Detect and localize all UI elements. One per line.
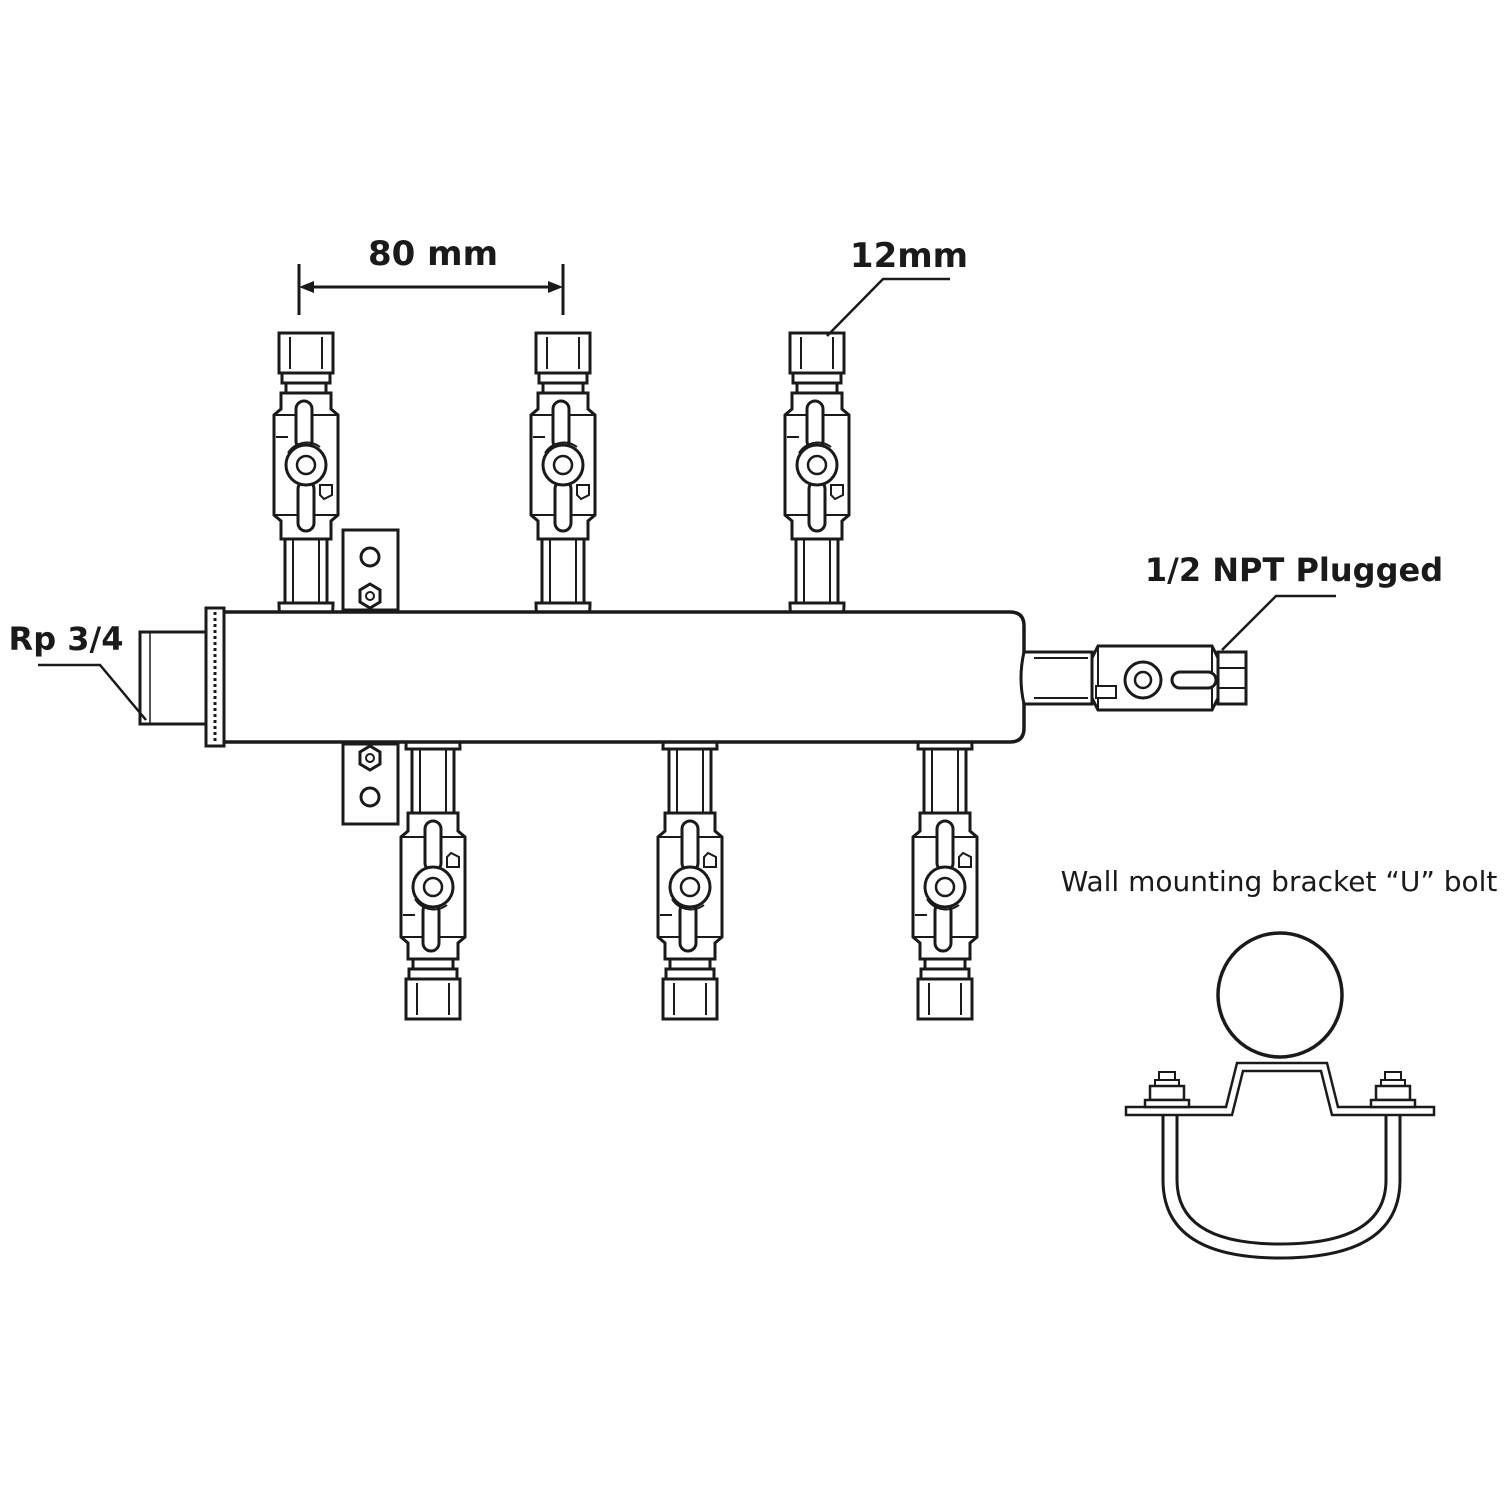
bottom-valve-1 [399,729,467,1021]
inlet-leader [38,663,147,721]
top-valve-1 [272,331,340,623]
lower-mounting-bracket [341,742,400,826]
inlet-label: Rp 3/4 [9,620,124,658]
top-valve-3 [783,331,851,623]
end-plug-valve [1019,644,1248,712]
end-plug-label: 1/2 NPT Plugged [1145,551,1443,589]
tube-size-label: 12mm [850,236,968,276]
spacing-dimension [297,264,565,315]
bracket-title-label: Wall mounting bracket “U” bolt [1061,865,1498,898]
bottom-valve-3 [911,729,979,1021]
upper-mounting-bracket [341,528,400,612]
tube-size-leader [826,277,950,337]
manifold-body [138,606,1026,748]
u-bolt-bracket [1124,931,1436,1260]
end-plug-leader [1221,594,1336,651]
spacing-label: 80 mm [368,234,498,274]
bottom-valve-2 [656,729,724,1021]
top-valve-2 [529,331,597,623]
